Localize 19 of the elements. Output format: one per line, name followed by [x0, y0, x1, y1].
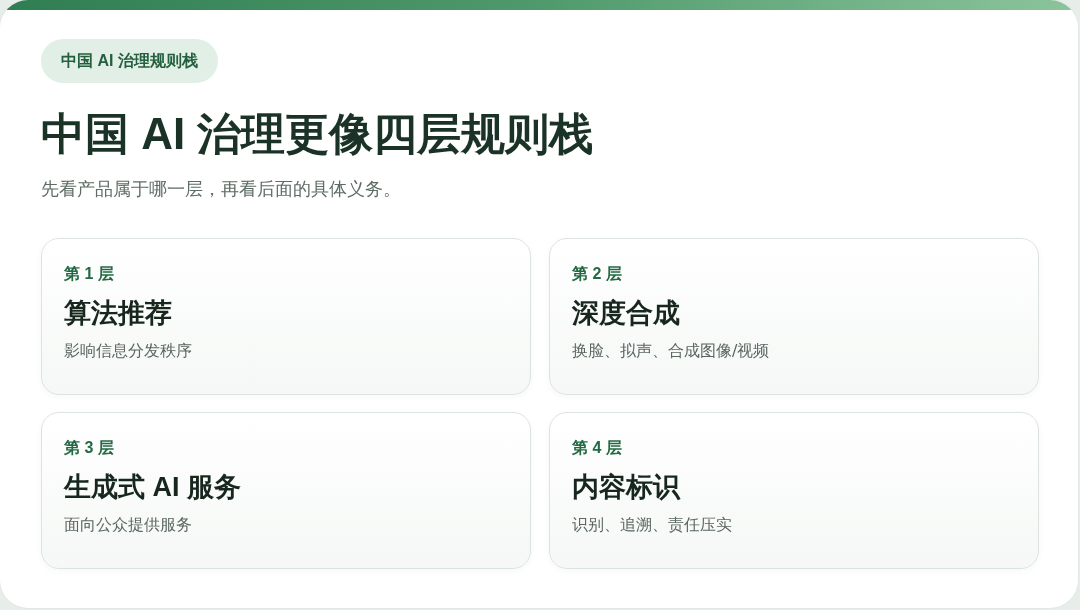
page-subtitle: 先看产品属于哪一层，再看后面的具体义务。 [41, 177, 401, 201]
layer-description: 面向公众提供服务 [64, 514, 192, 536]
layer-title: 生成式 AI 服务 [64, 471, 241, 504]
layer-number: 第 1 层 [64, 264, 114, 284]
layer-description: 换脸、拟声、合成图像/视频 [572, 340, 770, 362]
layer-title: 算法推荐 [64, 297, 172, 330]
layer-title: 深度合成 [572, 297, 680, 330]
layer-card [549, 412, 1039, 569]
layer-description: 识别、追溯、责任压实 [572, 514, 732, 536]
layer-number: 第 3 层 [64, 438, 114, 458]
layer-card [549, 238, 1039, 395]
layer-title: 内容标识 [572, 471, 680, 504]
category-badge: 中国 AI 治理规则栈 [41, 39, 218, 83]
layer-card [41, 412, 531, 569]
layer-description: 影响信息分发秩序 [64, 340, 192, 362]
page-title: 中国 AI 治理更像四层规则栈 [41, 108, 594, 160]
layer-card [41, 238, 531, 395]
layer-number: 第 4 层 [572, 438, 622, 458]
layer-number: 第 2 层 [572, 264, 622, 284]
